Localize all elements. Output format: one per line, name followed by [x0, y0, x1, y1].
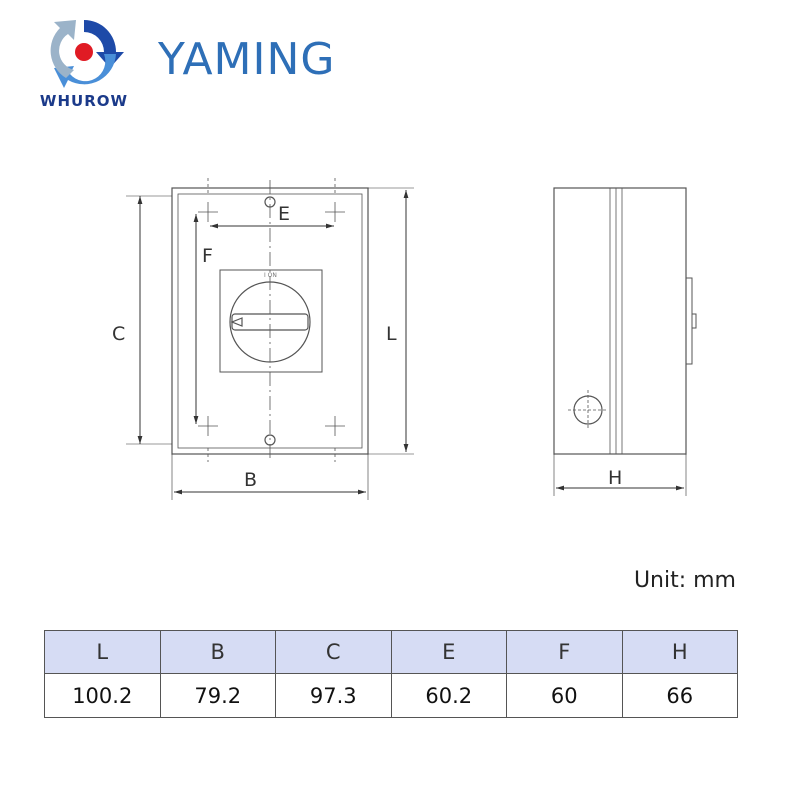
header-e: E	[390, 630, 507, 674]
unit-label: Unit: mm	[633, 568, 736, 593]
dimension-label-c: C	[112, 323, 125, 345]
dimension-label-f: F	[202, 245, 213, 267]
technical-drawing: I ON E F C L B H	[112, 178, 697, 500]
table-row: 100.2 79.2 97.3 60.2 60 66	[44, 673, 738, 718]
front-dimensions	[126, 187, 414, 500]
header-f: F	[506, 630, 623, 674]
value-h: 66	[621, 673, 738, 718]
value-e: 60.2	[390, 673, 507, 718]
value-b: 79.2	[159, 673, 276, 718]
dimension-label-l: L	[386, 323, 397, 345]
side-view	[553, 187, 697, 455]
dimension-table: L B C E F H 100.2 79.2 97.3 60.2 60 66	[44, 630, 738, 718]
dimension-label-b: B	[244, 469, 257, 491]
header-h: H	[621, 630, 738, 674]
header-b: B	[159, 630, 276, 674]
header-l: L	[44, 630, 161, 674]
table-header-row: L B C E F H	[44, 630, 738, 674]
value-f: 60	[506, 673, 623, 718]
whurow-logo: WHUROW	[14, 14, 154, 114]
circular-arrows-logo-icon	[50, 20, 124, 88]
front-view	[171, 178, 369, 462]
side-dimensions	[553, 454, 687, 496]
header-c: C	[275, 630, 392, 674]
brand-title: YAMING	[158, 34, 336, 85]
dimension-label-h: H	[608, 467, 622, 489]
value-c: 97.3	[275, 673, 392, 718]
dimension-label-e: E	[278, 203, 290, 225]
switch-marking: I ON	[264, 272, 277, 279]
logo-wordmark: WHUROW	[39, 92, 129, 110]
value-l: 100.2	[44, 673, 161, 718]
